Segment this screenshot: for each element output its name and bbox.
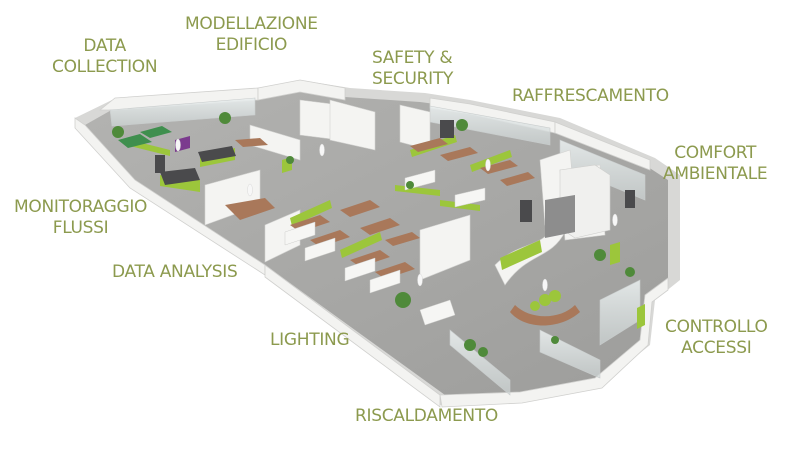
label-line: SECURITY — [372, 69, 454, 89]
label-line: EDIFICIO — [215, 35, 288, 55]
label-riscaldamento: RISCALDAMENTO — [355, 406, 498, 427]
stair-core — [545, 164, 611, 239]
label-line: COMFORT — [674, 143, 757, 163]
label-controllo-accessi: CONTROLLO ACCESSI — [665, 317, 768, 359]
label-line: ACCESSI — [681, 338, 752, 358]
label-raffrescamento: RAFFRESCAMENTO — [512, 86, 669, 107]
label-line: RISCALDAMENTO — [355, 406, 498, 426]
label-monitoraggio-flussi: MONITORAGGIO FLUSSI — [14, 197, 147, 239]
label-modellazione-edificio: MODELLAZIONE EDIFICIO — [185, 14, 318, 56]
label-safety-security: SAFETY & SECURITY — [372, 48, 453, 90]
label-comfort-ambientale: COMFORT AMBIENTALE — [663, 143, 768, 185]
plants — [112, 112, 635, 357]
label-data-collection: DATA COLLECTION — [52, 36, 158, 78]
people-figures — [175, 138, 618, 292]
label-line: AMBIENTALE — [663, 164, 768, 184]
label-line: FLUSSI — [52, 218, 109, 238]
label-line: MODELLAZIONE — [185, 14, 318, 34]
label-line: CONTROLLO — [665, 317, 768, 337]
outer-walls — [74, 79, 669, 408]
label-lighting: LIGHTING — [270, 330, 350, 351]
label-data-analysis: DATA ANALYSIS — [112, 262, 238, 283]
workstations — [284, 169, 486, 326]
label-line: SAFETY & — [372, 48, 453, 68]
label-line: RAFFRESCAMENTO — [512, 86, 669, 106]
ping-pong-tables — [118, 126, 172, 148]
label-line: LIGHTING — [270, 330, 350, 350]
label-line: DATA ANALYSIS — [112, 262, 238, 282]
label-line: MONITORAGGIO — [14, 197, 148, 217]
label-line: DATA — [83, 36, 126, 56]
label-line: COLLECTION — [52, 57, 158, 77]
